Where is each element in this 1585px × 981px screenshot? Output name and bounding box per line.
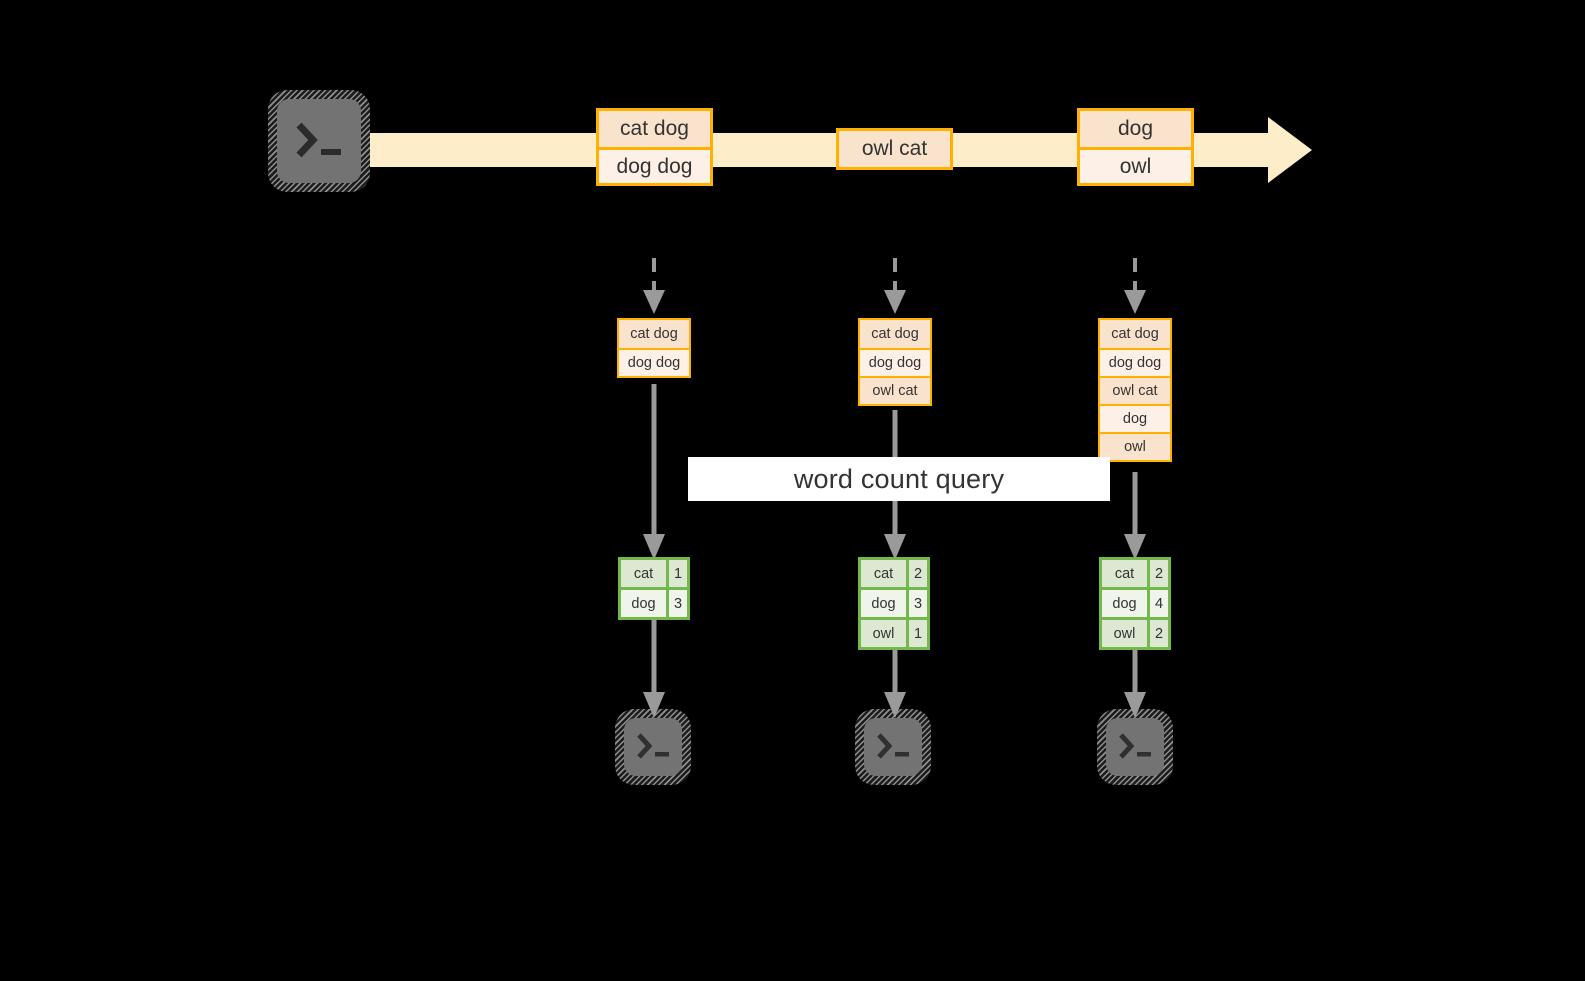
- stream-batch-3: dog owl: [1077, 108, 1194, 186]
- count-cell: 1: [906, 620, 927, 647]
- query-label-text: word count query: [793, 463, 1005, 494]
- result-table-2: cat 2 dog 3 owl 1: [858, 557, 930, 650]
- table-row: dog 4: [1102, 587, 1168, 617]
- record-line: owl cat: [839, 131, 950, 167]
- dashed-down-arrow-icon: [639, 258, 669, 323]
- query-connector-1: [641, 384, 667, 567]
- query-connector-3: [1122, 472, 1148, 567]
- result-table-1: cat 1 dog 3: [618, 557, 690, 620]
- accumulated-input-3: cat dog dog dog owl cat dog owl: [1098, 318, 1172, 462]
- word-cell: cat: [1102, 560, 1147, 587]
- record-line: dog dog: [860, 348, 930, 376]
- table-row: cat 2: [1102, 560, 1168, 587]
- terminal-prompt-icon: [864, 718, 922, 776]
- count-cell: 2: [1147, 560, 1168, 587]
- sink-connector-1: [641, 620, 667, 725]
- word-cell: dog: [1102, 590, 1147, 617]
- terminal-prompt-icon: [277, 99, 361, 183]
- table-row: dog 3: [621, 587, 687, 617]
- record-line: dog dog: [619, 348, 689, 376]
- terminal-body: [624, 718, 682, 776]
- sink-terminal-3-icon: [1097, 709, 1173, 785]
- query-label: word count query: [688, 457, 1110, 501]
- dashed-down-arrow-icon: [880, 258, 910, 323]
- record-line: dog dog: [1100, 348, 1170, 376]
- count-cell: 4: [1147, 590, 1168, 617]
- word-cell: owl: [861, 620, 906, 647]
- result-table-3: cat 2 dog 4 owl 2: [1099, 557, 1171, 650]
- terminal-prompt-icon: [624, 718, 682, 776]
- count-cell: 3: [906, 590, 927, 617]
- record-line: dog: [1080, 111, 1191, 147]
- table-row: dog 3: [861, 587, 927, 617]
- sink-connector-2: [882, 650, 908, 725]
- record-line: cat dog: [599, 111, 710, 147]
- terminal-body: [864, 718, 922, 776]
- count-cell: 2: [1147, 620, 1168, 647]
- accumulated-input-2: cat dog dog dog owl cat: [858, 318, 932, 406]
- record-line: owl: [1080, 147, 1191, 183]
- source-terminal-icon: [268, 90, 370, 192]
- count-cell: 1: [666, 560, 687, 587]
- sink-terminal-1-icon: [615, 709, 691, 785]
- record-line: cat dog: [860, 320, 930, 348]
- count-cell: 3: [666, 590, 687, 617]
- word-cell: dog: [621, 590, 666, 617]
- dashed-down-arrow-icon: [1120, 258, 1150, 323]
- sink-connector-3: [1122, 650, 1148, 725]
- word-cell: owl: [1102, 620, 1147, 647]
- table-row: owl 2: [1102, 617, 1168, 647]
- word-cell: dog: [861, 590, 906, 617]
- count-cell: 2: [906, 560, 927, 587]
- record-line: cat dog: [619, 320, 689, 348]
- terminal-body: [1106, 718, 1164, 776]
- sink-terminal-2-icon: [855, 709, 931, 785]
- record-line: dog: [1100, 404, 1170, 432]
- terminal-prompt-icon: [1106, 718, 1164, 776]
- record-line: owl cat: [860, 376, 930, 404]
- accumulated-input-1: cat dog dog dog: [617, 318, 691, 378]
- record-line: dog dog: [599, 147, 710, 183]
- record-line: cat dog: [1100, 320, 1170, 348]
- record-line: owl: [1100, 432, 1170, 460]
- record-line: owl cat: [1100, 376, 1170, 404]
- table-row: cat 1: [621, 560, 687, 587]
- table-row: owl 1: [861, 617, 927, 647]
- word-cell: cat: [621, 560, 666, 587]
- word-cell: cat: [861, 560, 906, 587]
- stream-batch-1: cat dog dog dog: [596, 108, 713, 186]
- table-row: cat 2: [861, 560, 927, 587]
- stream-batch-2: owl cat: [836, 128, 953, 170]
- terminal-body: [277, 99, 361, 183]
